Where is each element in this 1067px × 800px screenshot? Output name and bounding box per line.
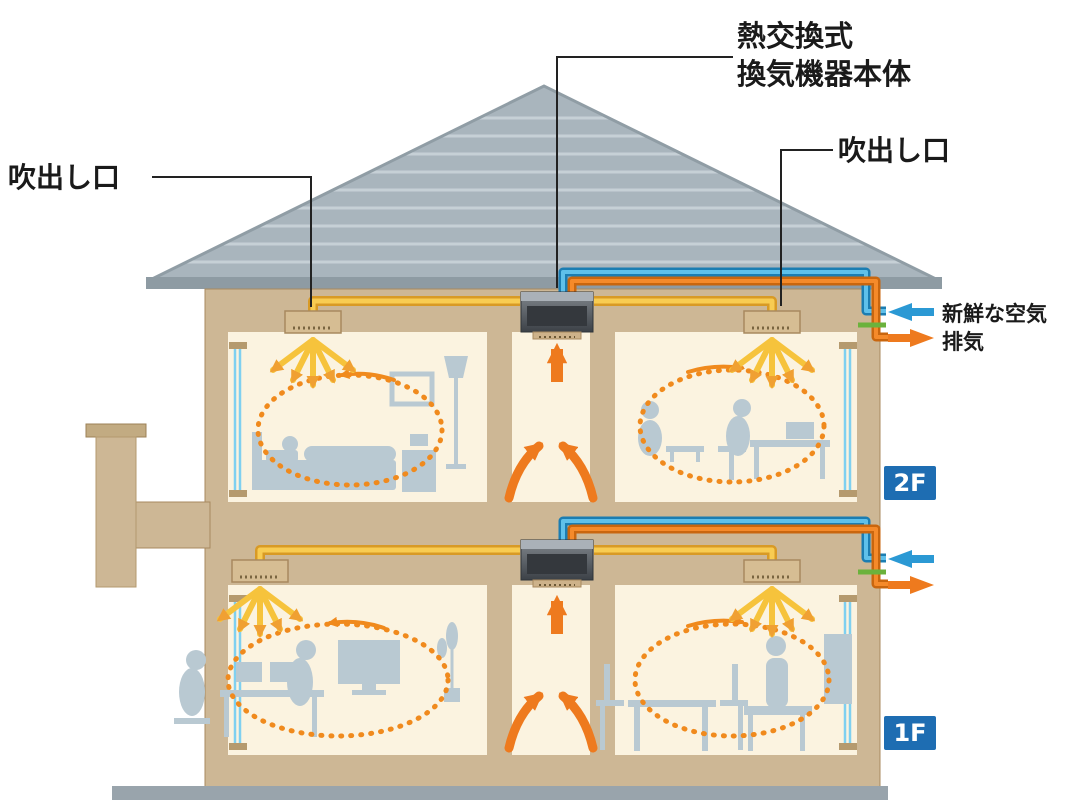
supply-ducts-yellow [255, 296, 777, 563]
side-pillar [95, 436, 137, 588]
side-pillar-cap [85, 423, 147, 438]
floor-badge-2f: 2F [884, 466, 936, 500]
fresh-air-arrow-2f [888, 303, 934, 321]
label-exhaust: 排気 [942, 330, 984, 354]
furniture-study-2f-right [638, 399, 830, 480]
exhaust-arrow-1f [888, 576, 934, 594]
label-unit-line2: 換気機器本体 [737, 57, 912, 91]
floor-badge-1f: 1F [884, 716, 936, 750]
label-outlet-left: 吹出し口 [8, 161, 120, 194]
roof [146, 84, 942, 289]
heat-exchange-unit-1f [520, 539, 594, 588]
furniture-bedroom-2f-left [252, 356, 468, 492]
exhaust-ducts-orange [567, 276, 888, 589]
furniture-living-1f-left [174, 622, 460, 737]
label-outlet-right: 吹出し口 [838, 134, 950, 167]
callouts: 吹出し口 熱交換式 換気機器本体 吹出し口 新鮮な空気 排気 [8, 19, 1047, 354]
air-outlet-1f-left [230, 558, 290, 584]
leader-outlet-left [152, 176, 312, 307]
floor-badge-2f-label: 2F [893, 469, 926, 497]
leader-outlet-right [780, 149, 833, 306]
exhaust-arrow-2f [888, 329, 934, 347]
exterior-air-arrows [858, 303, 934, 594]
furniture-dining-1f-right [596, 634, 852, 751]
label-unit-line1: 熱交換式 [737, 19, 853, 53]
leader-unit [556, 56, 733, 288]
fresh-air-arrow-1f [888, 550, 934, 568]
heat-exchange-unit-2f [520, 291, 594, 340]
air-outlet-2f-left [283, 309, 343, 335]
foundation [112, 786, 888, 800]
air-outlet-1f-right [742, 558, 802, 584]
floor-badge-1f-label: 1F [893, 719, 926, 747]
air-outlet-2f-right [742, 309, 802, 335]
roof-slope [148, 86, 940, 281]
label-fresh-air: 新鮮な空気 [942, 302, 1047, 326]
